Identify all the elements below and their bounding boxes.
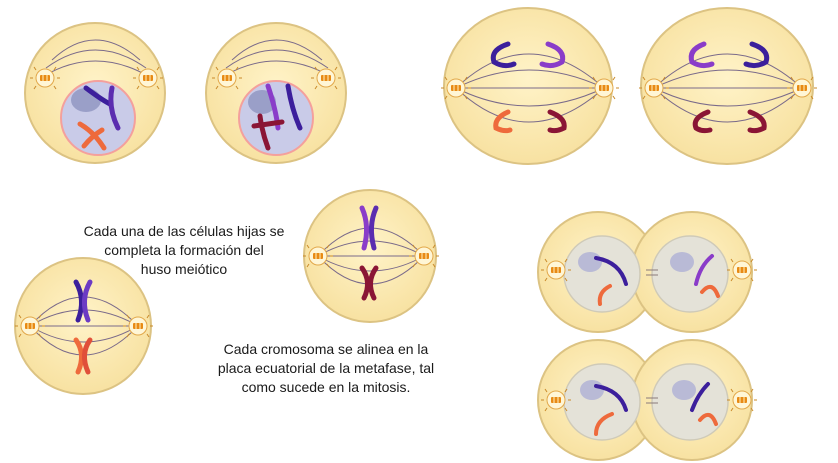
caption-daughter-cells: Cada una de las células hijas se complet… xyxy=(82,222,286,279)
caption-line: Cada una de las células hijas se xyxy=(83,223,285,239)
caption-line: Cada cromosoma se alinea en la xyxy=(223,341,429,357)
nucleus xyxy=(651,363,729,441)
nucleus xyxy=(60,80,136,156)
caption-line: completa la formación del xyxy=(104,242,264,258)
nucleus xyxy=(563,235,641,313)
nucleus xyxy=(563,363,641,441)
cell-prophase-1 xyxy=(24,22,166,164)
nucleolus xyxy=(578,252,602,272)
cell-anaphase-2 xyxy=(638,7,818,165)
caption-metaphase: Cada cromosoma se alinea en la placa ecu… xyxy=(202,340,450,397)
nucleolus xyxy=(71,88,101,112)
caption-line: huso meiótico xyxy=(140,261,228,277)
caption-line: como sucede en la mitosis. xyxy=(241,379,411,395)
cell-metaphase-large xyxy=(14,257,154,395)
nucleus xyxy=(651,235,729,313)
caption-line: placa ecuatorial de la metafase, tal xyxy=(217,360,435,376)
nucleolus xyxy=(670,252,694,272)
cell-anaphase-1 xyxy=(440,7,620,165)
nucleolus xyxy=(672,380,696,400)
nucleolus xyxy=(580,380,604,400)
cell-prophase-2 xyxy=(205,22,347,164)
cell-telophase-pair-2 xyxy=(537,339,758,461)
cell-metaphase-small xyxy=(302,189,440,323)
cell-telophase-pair-1 xyxy=(537,211,758,333)
